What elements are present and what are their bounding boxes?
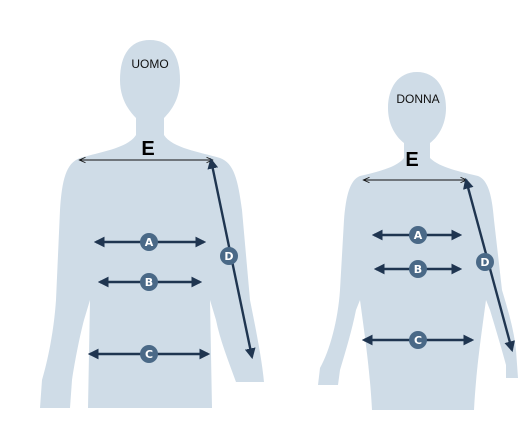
man-marker-b: B xyxy=(145,276,153,289)
woman-title: DONNA xyxy=(396,92,439,106)
man-shoulder-label: E xyxy=(141,138,154,160)
man-marker-b-bg xyxy=(140,273,158,291)
woman-figure: DONNA E A B C D xyxy=(318,72,518,410)
man-marker-d: D xyxy=(224,250,233,263)
woman-shoulder-label: E xyxy=(405,149,418,171)
woman-marker-a: A xyxy=(414,229,423,242)
woman-marker-a-bg xyxy=(409,226,427,244)
woman-marker-d-bg xyxy=(476,253,494,271)
man-title: UOMO xyxy=(131,57,168,71)
man-marker-c: C xyxy=(145,348,153,361)
woman-marker-d: D xyxy=(480,256,489,269)
woman-marker-b: B xyxy=(414,263,422,276)
woman-marker-b-bg xyxy=(409,260,427,278)
man-figure: UOMO E A B C D xyxy=(40,40,264,408)
man-marker-a-bg xyxy=(140,233,158,251)
woman-marker-c-bg xyxy=(409,331,427,349)
man-marker-a: A xyxy=(145,236,154,249)
woman-marker-c: C xyxy=(414,334,422,347)
man-marker-d-bg xyxy=(220,247,238,265)
man-marker-c-bg xyxy=(140,345,158,363)
